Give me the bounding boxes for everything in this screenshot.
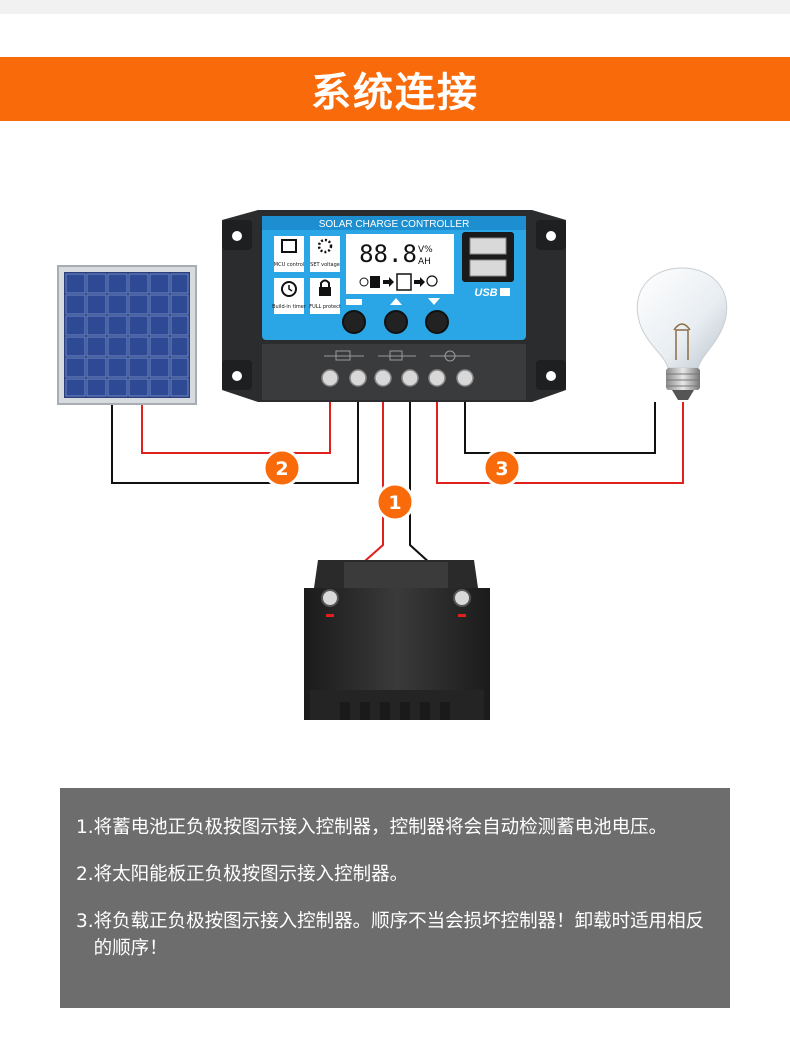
connection-marker-3: 3 xyxy=(482,448,522,488)
button-legends xyxy=(346,298,440,305)
instruction-text: 将负载正负极按图示接入控制器。顺序不当会损坏控制器！卸载时适用相反的顺序！ xyxy=(93,911,705,959)
connection-number: 1 xyxy=(388,492,401,514)
instruction-item: 2. 将太阳能板正负极按图示接入控制器。 xyxy=(76,861,710,888)
connection-number: 3 xyxy=(495,458,508,480)
lcd-unit-top: V% xyxy=(418,245,433,255)
timer-icon-label: Build-in timer xyxy=(272,304,307,310)
mcu-icon-label: MCU control xyxy=(274,262,304,268)
battery-positive-post xyxy=(321,589,339,607)
instructions-box: 1. 将蓄电池正负极按图示接入控制器，控制器将会自动检测蓄电池电压。 2. 将太… xyxy=(60,788,730,1008)
battery xyxy=(304,560,490,720)
light-bulb xyxy=(636,267,728,400)
gear-icon xyxy=(317,238,333,254)
load-negative-terminal[interactable] xyxy=(456,369,474,387)
terminal-symbols xyxy=(324,350,470,362)
lock-icon xyxy=(319,287,331,296)
instruction-number: 2. xyxy=(76,864,94,885)
instruction-number: 1. xyxy=(76,817,94,838)
instruction-number: 3. xyxy=(76,911,94,932)
lcd-flow-icons xyxy=(359,273,438,291)
lcd-digits: 88.8 xyxy=(359,240,417,268)
down-button[interactable] xyxy=(425,310,449,334)
set-icon-label: SET voltage xyxy=(310,262,340,268)
panel-icon xyxy=(370,276,380,288)
connection-number: 2 xyxy=(275,458,288,480)
controller-banner: SOLAR CHARGE CONTROLLER xyxy=(319,219,470,230)
solar-negative-wire xyxy=(111,402,359,484)
battery-negative-post xyxy=(453,589,471,607)
instruction-item: 1. 将蓄电池正负极按图示接入控制器，控制器将会自动检测蓄电池电压。 xyxy=(76,814,710,841)
up-arrow-icon xyxy=(390,298,402,305)
load-negative-wire xyxy=(464,402,656,454)
usb-port-1[interactable] xyxy=(469,237,507,255)
instruction-text: 将蓄电池正负极按图示接入控制器，控制器将会自动检测蓄电池电压。 xyxy=(93,817,668,838)
page-title: 系统连接 xyxy=(311,70,479,116)
up-button[interactable] xyxy=(384,310,408,334)
lcd-unit-bottom: AH xyxy=(418,257,431,267)
solar-negative-terminal[interactable] xyxy=(349,369,367,387)
instruction-text: 将太阳能板正负极按图示接入控制器。 xyxy=(93,864,409,885)
instruction-item: 3. 将负载正负极按图示接入控制器。顺序不当会损坏控制器！卸载时适用相反的顺序！ xyxy=(76,908,710,962)
clock-icon xyxy=(281,281,297,297)
arrow-icon xyxy=(383,277,394,287)
bulb-icon xyxy=(426,275,438,287)
feature-icons: MCU control SET voltage Build-in timer F… xyxy=(272,236,341,314)
connection-marker-2: 2 xyxy=(262,448,302,488)
usb-icon xyxy=(500,288,510,296)
solar-positive-terminal[interactable] xyxy=(321,369,339,387)
solar-panel xyxy=(57,265,197,405)
load-positive-terminal[interactable] xyxy=(428,369,446,387)
solar-positive-wire xyxy=(141,402,331,454)
usb-ports: USB xyxy=(462,232,514,299)
sun-icon xyxy=(359,277,369,287)
down-arrow-icon xyxy=(428,298,440,305)
battery-symbol-icon xyxy=(389,350,403,361)
battery-negative-terminal[interactable] xyxy=(401,369,419,387)
load-symbol-icon xyxy=(444,350,456,362)
battery-icon xyxy=(396,273,412,291)
wires xyxy=(111,402,684,593)
usb-label: USB xyxy=(474,287,497,299)
usb-port-2[interactable] xyxy=(469,259,507,277)
top-strip xyxy=(0,0,790,14)
system-connection-diagram: SOLAR CHARGE CONTROLLER MCU control SET … xyxy=(57,210,728,720)
terminals xyxy=(321,369,474,387)
menu-icon xyxy=(346,299,362,305)
menu-button[interactable] xyxy=(342,310,366,334)
lcd-display: 88.8 V% AH xyxy=(346,234,454,294)
header-band: 系统连接 xyxy=(0,57,790,121)
charge-controller: SOLAR CHARGE CONTROLLER MCU control SET … xyxy=(222,210,566,402)
connection-marker-1: 1 xyxy=(375,482,415,522)
load-positive-wire xyxy=(436,402,684,484)
full-icon-label: FULL protect xyxy=(309,304,341,310)
battery-positive-terminal[interactable] xyxy=(374,369,392,387)
panel-symbol-icon xyxy=(335,350,351,361)
